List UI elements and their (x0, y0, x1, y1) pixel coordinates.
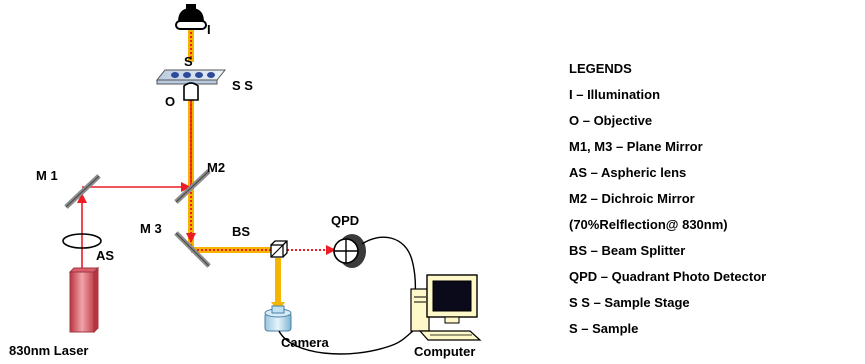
illumination-lamp-icon (175, 4, 207, 30)
legend-title: LEGENDS (569, 61, 632, 76)
beam-splitter-icon (270, 240, 288, 258)
qpd-label: QPD (331, 213, 359, 228)
camera-label: Camera (281, 335, 329, 350)
legend-item: S – Sample (569, 321, 638, 336)
beam-splitter-label: BS (232, 224, 250, 239)
legend-item: S S – Sample Stage (569, 295, 690, 310)
mirror-m3-edge (175, 232, 210, 267)
mirror1-label: M 1 (36, 168, 58, 183)
laser-arrowhead-down (186, 233, 196, 243)
sample-dot (207, 72, 215, 78)
legend-item: M2 – Dichroic Mirror (569, 191, 695, 206)
camera-icon (264, 305, 292, 332)
legend-item: M1, M3 – Plane Mirror (569, 139, 703, 154)
laser-arrowhead-right (181, 182, 191, 192)
laser-icon (68, 266, 100, 334)
qpd-icon (333, 234, 366, 268)
legend-item: O – Objective (569, 113, 652, 128)
aspheric-lens-label: AS (96, 248, 114, 263)
aspheric-lens-icon (62, 233, 102, 249)
mirror-m1-edge (65, 175, 100, 208)
beam-paths (77, 30, 336, 312)
sample-stage-label: S S (232, 78, 253, 93)
camera-cable (278, 326, 419, 355)
legend-item: QPD – Quadrant Photo Detector (569, 269, 766, 284)
sample-dot (195, 72, 203, 78)
objective-label: O (165, 94, 175, 109)
mirror2-label: M2 (207, 160, 225, 175)
legend-item: I – Illumination (569, 87, 660, 102)
legend-item: BS – Beam Splitter (569, 243, 685, 258)
mirror3-label: M 3 (140, 221, 162, 236)
sample-dot (183, 72, 191, 78)
sample-label: S (184, 54, 193, 69)
sample-dot (171, 72, 179, 78)
computer-label: Computer (414, 344, 475, 359)
sample-stage-icon (155, 69, 227, 85)
legend-item: AS – Aspheric lens (569, 165, 686, 180)
illumination-label: I (207, 22, 211, 37)
legend: LEGENDS I – Illumination O – Objective M… (569, 61, 766, 336)
laser-label: 830nm Laser (9, 343, 89, 358)
laser-arrowhead-up (77, 193, 87, 203)
mirror-m2-edge (175, 170, 210, 203)
legend-item: (70%Relflection@ 830nm) (569, 217, 728, 232)
qpd-arrowhead (326, 245, 336, 255)
computer-icon (410, 274, 482, 341)
objective-icon (183, 82, 199, 101)
